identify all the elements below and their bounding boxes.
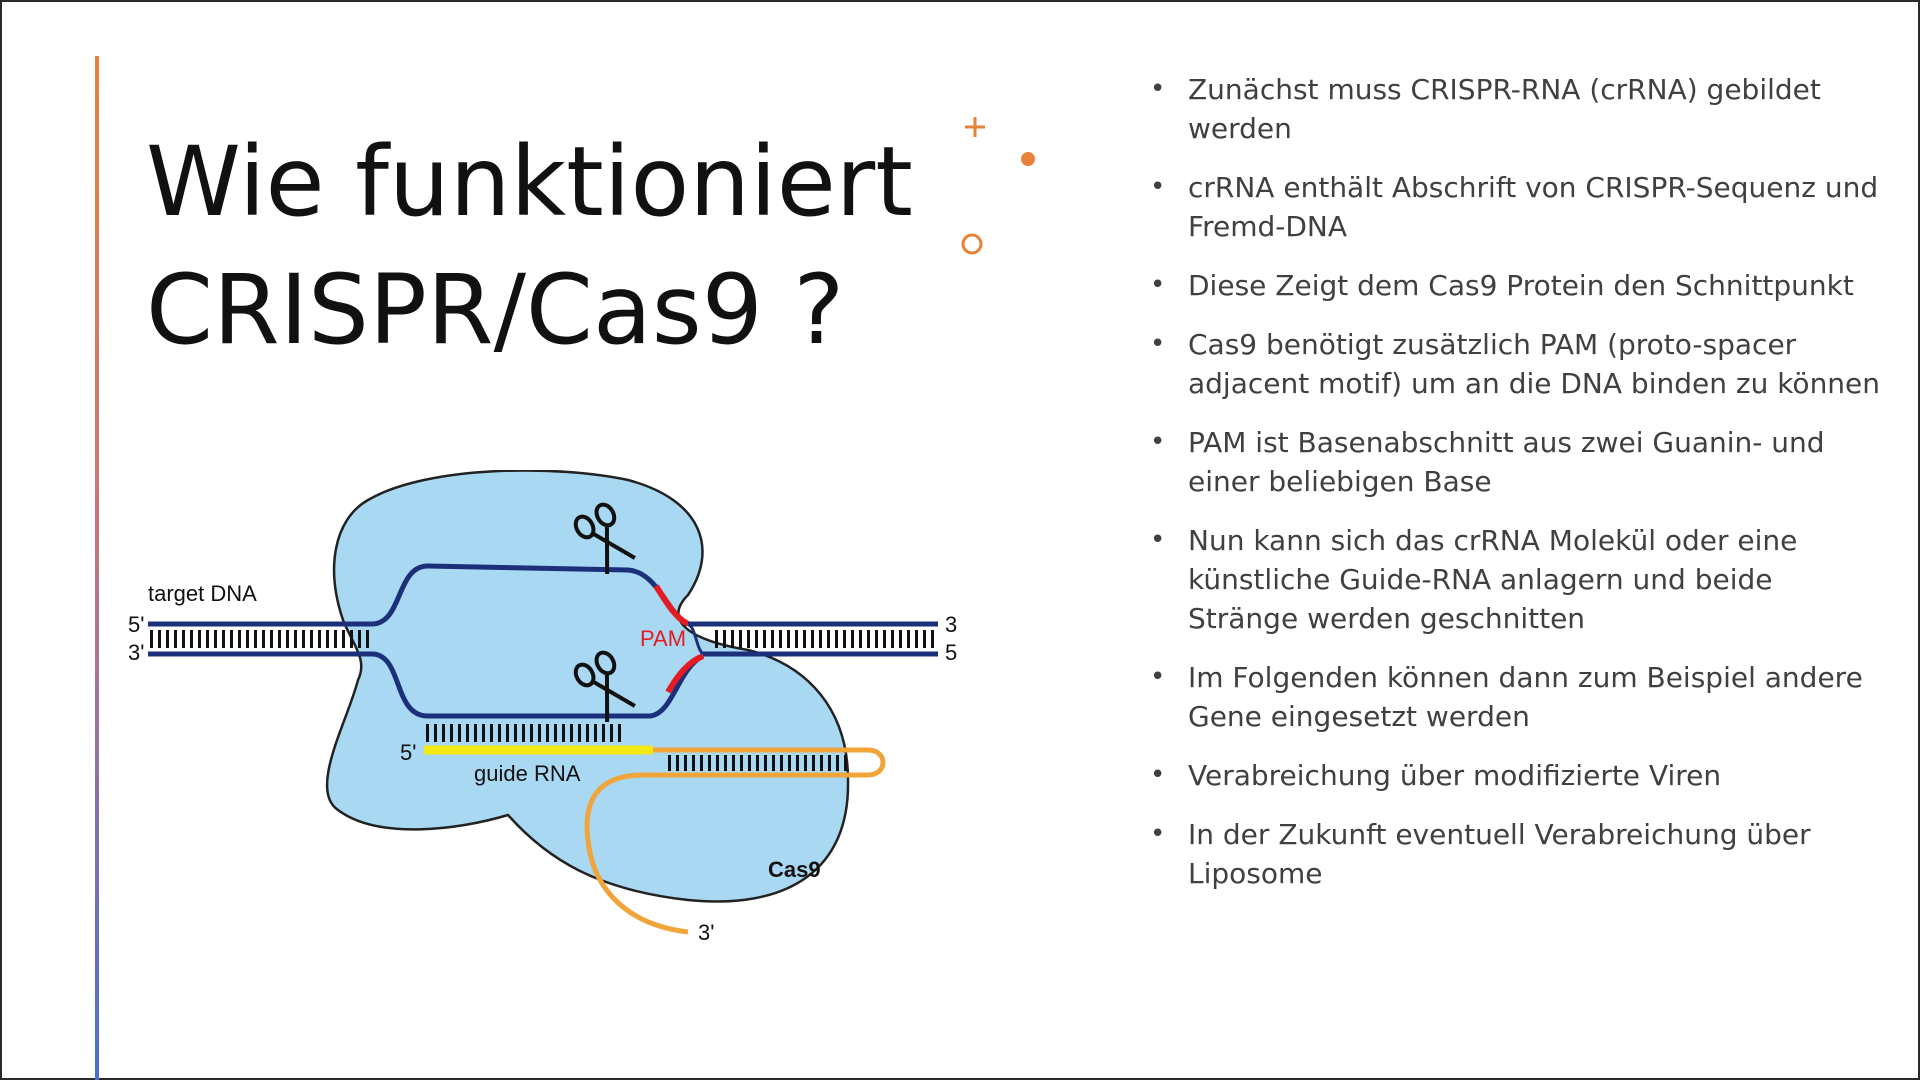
decorative-shapes [961, 117, 1035, 255]
bullet-list: Zunächst muss CRISPR-RNA (crRNA) gebilde… [1150, 70, 1890, 913]
bullet-item: Zunächst muss CRISPR-RNA (crRNA) gebilde… [1150, 70, 1890, 148]
tracr-rna-scaffold [584, 747, 886, 935]
scissors-icon [573, 502, 636, 574]
target-dna-label: target DNA [148, 581, 257, 606]
plus-icon [965, 117, 985, 137]
right-bottom-end-label: 5 [945, 640, 957, 665]
title-line-2: CRISPR/Cas9 ? [146, 254, 845, 366]
bullet-item: Diese Zeigt dem Cas9 Protein den Schnitt… [1150, 266, 1890, 305]
pam-bottom-segment [665, 653, 705, 694]
left-bottom-end-label: 3' [128, 640, 144, 665]
ring-icon [961, 233, 983, 255]
right-top-end-label: 3 [945, 612, 957, 637]
guide-rna-3-label: 3' [698, 920, 714, 945]
bullet-item: Verabreichung über modifizierte Viren [1150, 756, 1890, 795]
guide-rna-label: guide RNA [474, 761, 581, 786]
left-top-end-label: 5' [128, 612, 144, 637]
pam-top-segment [653, 584, 690, 627]
dot-icon [1021, 152, 1035, 166]
bullet-item: In der Zukunft eventuell Verabreichung ü… [1150, 815, 1890, 893]
bullet-item: Nun kann sich das crRNA Molekül oder ein… [1150, 521, 1890, 638]
bullet-item: Cas9 benötigt zusätzlich PAM (proto-spac… [1150, 325, 1890, 403]
crispr-cas9-diagram: target DNA 5' 3' PAM 3 5 5' guide RNA 3'… [128, 470, 957, 945]
scissors-icon [573, 650, 636, 722]
left-dna-duplex [148, 621, 373, 657]
right-dna-duplex [687, 621, 938, 657]
bullet-item: crRNA enthält Abschrift von CRISPR-Seque… [1150, 168, 1890, 246]
title-line-1: Wie funktioniert [146, 126, 913, 238]
bullet-item: Im Folgenden können dann zum Beispiel an… [1150, 658, 1890, 736]
pam-label: PAM [640, 626, 686, 651]
dna-bottom-strand [372, 651, 705, 719]
cas9-label: Cas9 [768, 857, 821, 882]
guide-rna-5-label: 5' [400, 740, 416, 765]
slide-title: Wie funktioniert CRISPR/Cas9 ? [146, 118, 966, 374]
accent-line [95, 56, 99, 1080]
bullet-item: PAM ist Basenabschnitt aus zwei Guanin- … [1150, 423, 1890, 501]
